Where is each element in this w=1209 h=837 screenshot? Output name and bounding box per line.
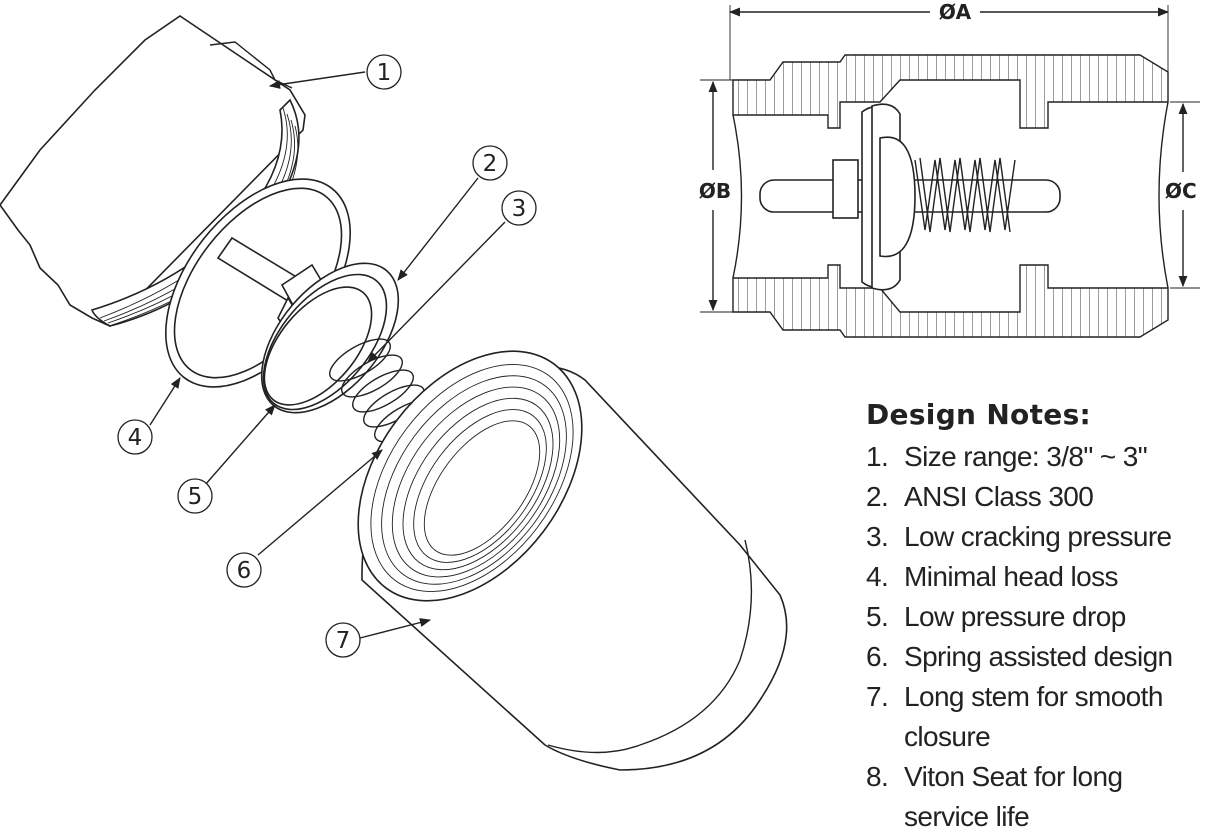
section-spring	[914, 157, 1016, 233]
note-item: 7. Long stem for smooth closure	[866, 677, 1209, 757]
callout-5: 5	[177, 478, 213, 514]
note-text: Spring assisted design	[904, 641, 1173, 672]
callout-5-label: 5	[188, 484, 203, 510]
part-7-threads	[370, 364, 574, 592]
note-number: 4.	[866, 561, 889, 592]
dim-a-label: ØA	[939, 0, 972, 24]
callout-1-label: 1	[377, 60, 392, 86]
note-number: 3.	[866, 521, 889, 552]
note-item: 4. Minimal head loss	[866, 557, 1209, 597]
note-item: 2. ANSI Class 300	[866, 477, 1209, 517]
note-item: 3. Low cracking pressure	[866, 517, 1209, 557]
leader-lines	[149, 71, 506, 639]
note-item: 1. Size range: 3/8" ~ 3"	[866, 437, 1209, 477]
callout-6-label: 6	[237, 558, 252, 584]
design-notes: Design Notes: 1. Size range: 3/8" ~ 3" 2.…	[866, 398, 1209, 837]
design-notes-list: 1. Size range: 3/8" ~ 3" 2. ANSI Class 300…	[866, 437, 1209, 837]
callout-4: 4	[117, 419, 153, 455]
note-item: 6. Spring assisted design	[866, 637, 1209, 677]
note-number: 5.	[866, 601, 889, 632]
callout-7: 7	[325, 622, 361, 658]
callout-1: 1	[366, 54, 402, 90]
part-2-5-disc	[260, 262, 400, 414]
callout-2: 2	[472, 145, 508, 181]
callout-6: 6	[226, 552, 262, 588]
note-number: 6.	[866, 641, 889, 672]
note-text: Low cracking pressure	[904, 521, 1172, 552]
note-text: Long stem for smooth closure	[904, 681, 1163, 752]
callout-7-label: 7	[336, 628, 351, 654]
dim-b-label: ØB	[699, 179, 731, 203]
note-item: 5. Low pressure drop	[866, 597, 1209, 637]
callout-2-label: 2	[483, 151, 498, 177]
callout-3-label: 3	[512, 196, 527, 222]
exploded-view: 1 2 3 4 5 6 7	[0, 15, 788, 771]
note-text: Viton Seat for long service life	[904, 761, 1123, 832]
callout-4-label: 4	[128, 425, 143, 451]
note-number: 8.	[866, 761, 889, 792]
design-notes-title: Design Notes:	[866, 398, 1092, 431]
section-view: ØA ØB ØC	[699, 0, 1200, 338]
note-item: 8. Viton Seat for long service life	[866, 757, 1209, 837]
note-number: 2.	[866, 481, 889, 512]
dim-c-label: ØC	[1165, 179, 1197, 203]
note-text: Minimal head loss	[904, 561, 1119, 592]
note-text: Low pressure drop	[904, 601, 1126, 632]
part-7-body	[357, 350, 788, 771]
note-text: ANSI Class 300	[904, 481, 1094, 512]
callout-3: 3	[501, 190, 537, 226]
note-number: 7.	[866, 681, 889, 712]
note-number: 1.	[866, 441, 889, 472]
note-text: Size range: 3/8" ~ 3"	[904, 441, 1148, 472]
